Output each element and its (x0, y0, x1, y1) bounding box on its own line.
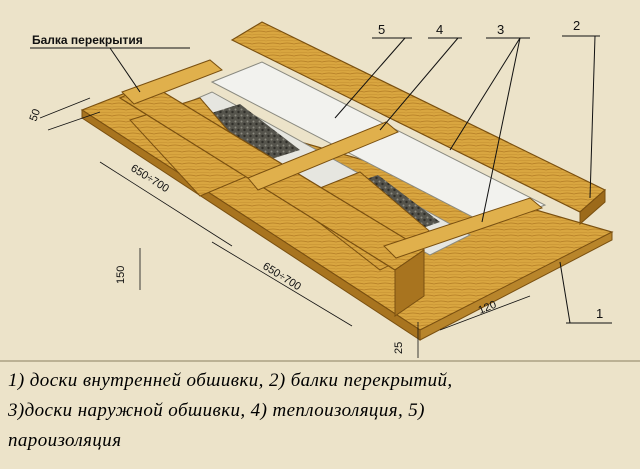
callout-3-leader-b (481, 37, 521, 223)
dim-50-label: 50 (28, 107, 43, 123)
dim-25-label: 25 (393, 342, 405, 354)
callout-5: 5 (378, 22, 385, 37)
floor-beam-back-side (579, 188, 606, 226)
floor-beam-front-side (394, 249, 425, 317)
legend-caption: 1) доски внутренней обшивки, 2) балки пе… (8, 366, 634, 456)
caption-line-2: 3)доски наружной обшивки, 4) теплоизоляц… (8, 400, 425, 421)
insulation-strip-back (210, 61, 547, 227)
floor-construction-diagram: Балка перекрытия 5 4 3 2 1 50 650÷700 15… (0, 18, 640, 362)
callout-2-leader (589, 35, 596, 199)
callout-1-leader (559, 261, 571, 324)
dim-120-line (439, 295, 531, 331)
cross-batten-middle (247, 121, 399, 191)
dim-650-right-label: 650÷700 (260, 260, 303, 293)
beam-label-leader (109, 47, 141, 93)
caption-line-3: пароизоляция (8, 430, 122, 451)
cross-batten-front (383, 197, 544, 259)
dim-650-right-line (211, 241, 353, 327)
gravel-fill-left (205, 104, 300, 162)
cross-batten-top (121, 59, 223, 105)
caption-line-1: 1) доски внутренней обшивки, 2) балки пе… (8, 370, 453, 391)
dim-150-label: 150 (115, 266, 127, 284)
dim-50-line-a (39, 97, 91, 119)
callout-5-leader (334, 37, 406, 119)
outer-sheathing-side (419, 231, 613, 341)
callout-3-leader-a (449, 37, 521, 151)
callout-4: 4 (436, 22, 443, 37)
callout-4-leader (379, 37, 459, 131)
dim-650-left-line (99, 161, 233, 247)
callout-1: 1 (596, 306, 603, 321)
beam-label: Балка перекрытия (32, 33, 143, 47)
callout-2: 2 (573, 18, 580, 33)
dim-50-line-b (47, 111, 101, 131)
callout-3: 3 (497, 22, 504, 37)
